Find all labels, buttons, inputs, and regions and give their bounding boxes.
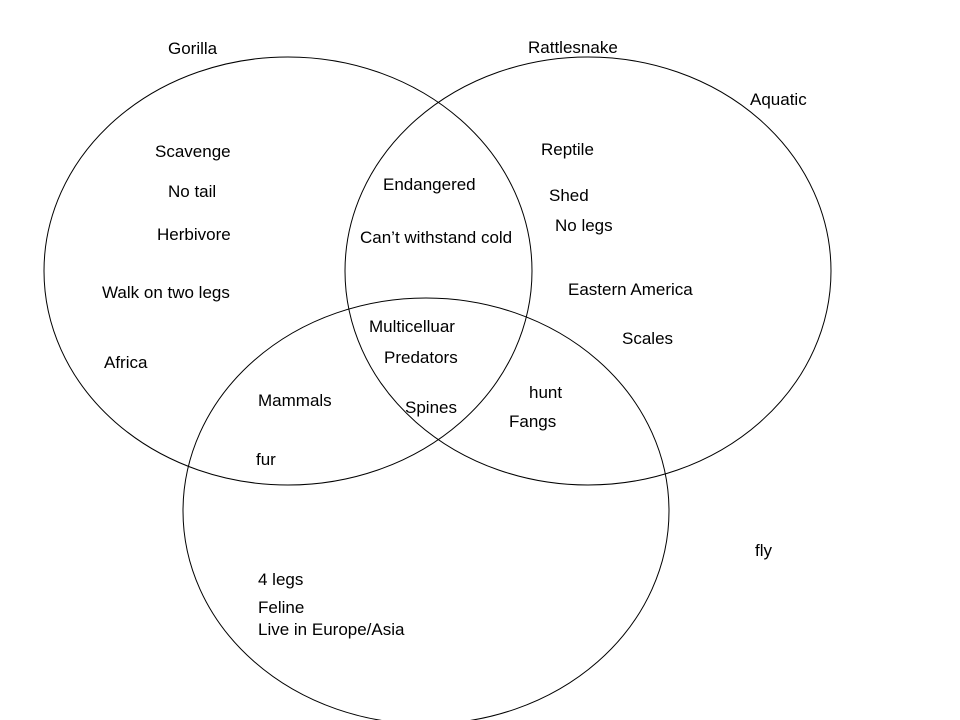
- label-scavenge: Scavenge: [155, 142, 231, 161]
- label-herbivore: Herbivore: [157, 225, 231, 244]
- label-predators: Predators: [384, 348, 458, 367]
- label-four-legs: 4 legs: [258, 570, 304, 589]
- label-aquatic: Aquatic: [750, 90, 807, 109]
- label-reptile: Reptile: [541, 140, 594, 159]
- set-title-gorilla: Gorilla: [168, 39, 218, 58]
- label-fly: fly: [755, 541, 772, 560]
- label-shed: Shed: [549, 186, 589, 205]
- label-cant-withstand-cold: Can’t withstand cold: [360, 228, 513, 247]
- circle-bottom: [182, 297, 670, 720]
- label-scales: Scales: [622, 329, 674, 348]
- label-live-europe-asia: Live in Europe/Asia: [258, 620, 405, 639]
- label-no-legs: No legs: [555, 216, 613, 235]
- circle-gorilla: [43, 56, 533, 486]
- label-no-tail: No tail: [168, 182, 217, 201]
- label-eastern-america: Eastern America: [568, 280, 693, 299]
- label-feline: Feline: [258, 598, 305, 617]
- label-fangs: Fangs: [509, 412, 557, 431]
- label-fur: fur: [256, 450, 276, 469]
- label-spines: Spines: [405, 398, 457, 417]
- label-hunt: hunt: [529, 383, 563, 402]
- label-africa: Africa: [104, 353, 148, 372]
- label-mammals: Mammals: [258, 391, 332, 410]
- set-title-rattlesnake: Rattlesnake: [528, 38, 618, 57]
- circle-rattlesnake: [344, 56, 832, 486]
- label-multicellular: Multicelluar: [369, 317, 455, 336]
- label-walk-two-legs: Walk on two legs: [102, 283, 230, 302]
- label-endangered: Endangered: [383, 175, 476, 194]
